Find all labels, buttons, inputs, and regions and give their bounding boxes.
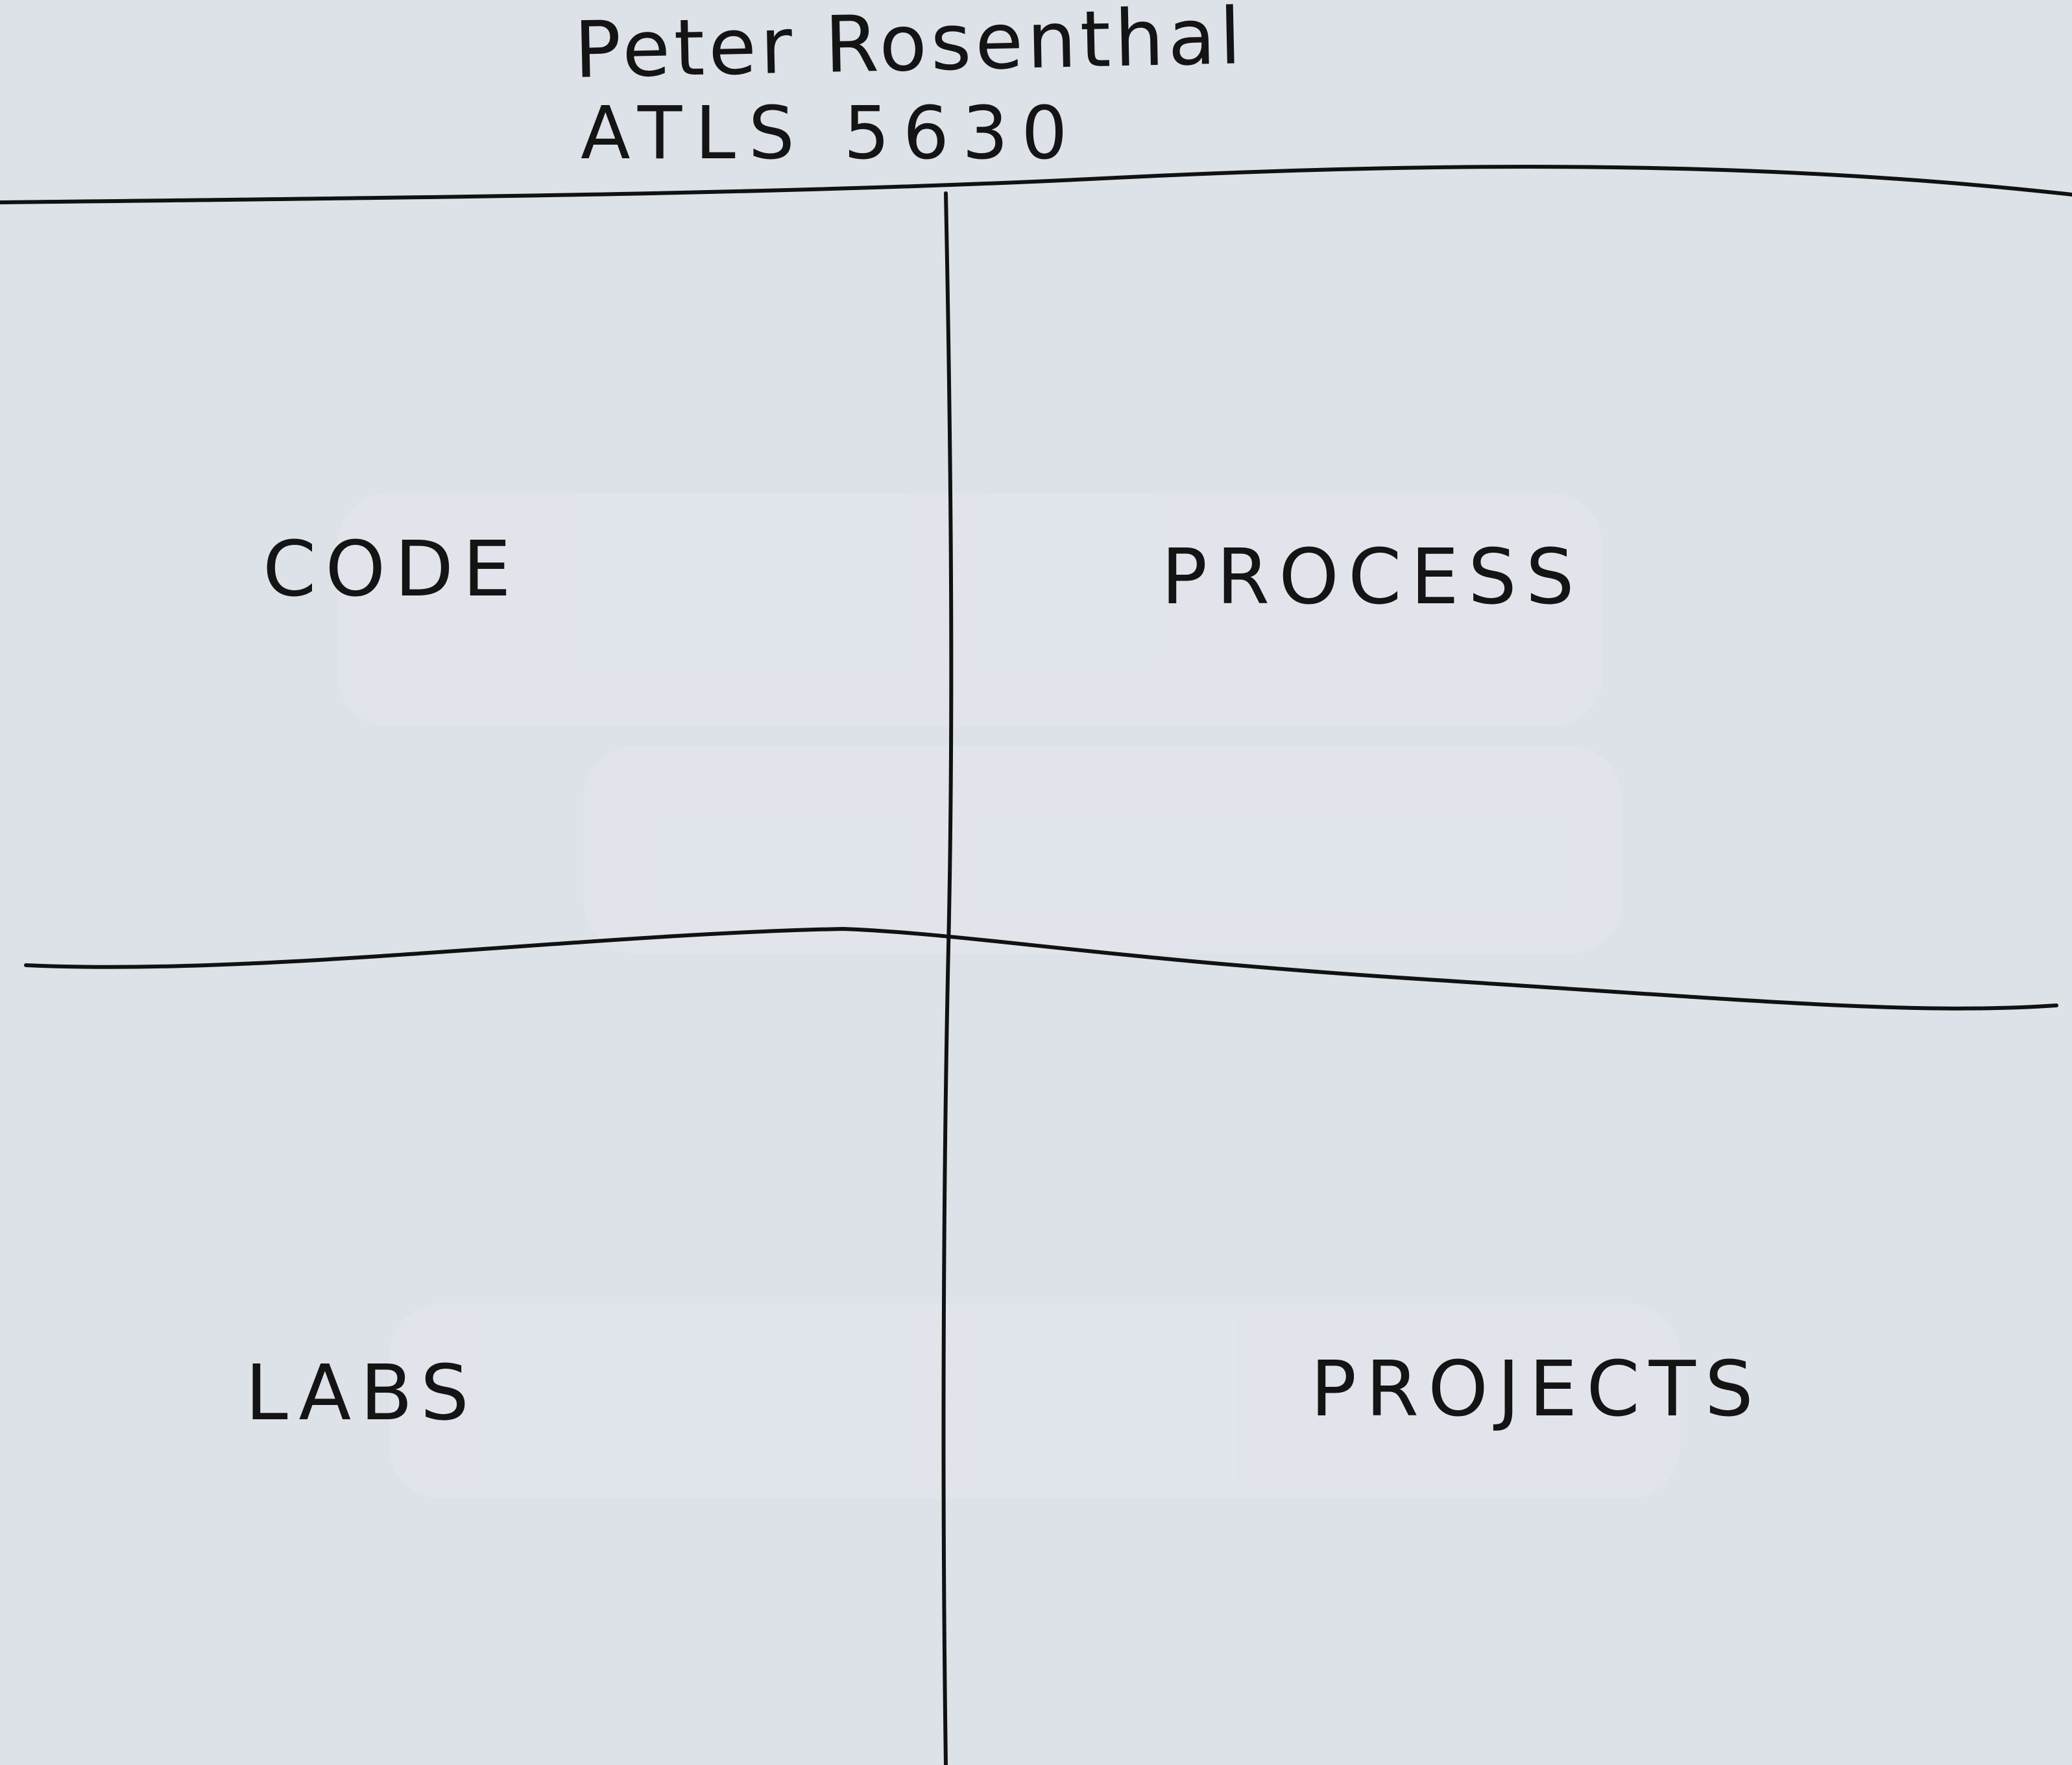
author-name: Peter Rosenthal: [573, 0, 1246, 96]
quadrant-label-labs: LABS: [245, 1348, 478, 1437]
quadrant-label-code: CODE: [263, 524, 520, 614]
horizontal-divider-line: [24, 926, 2058, 1011]
paper-texture: [584, 746, 1622, 954]
paper-texture: [337, 493, 1602, 726]
paper-texture: [389, 1304, 1680, 1498]
course-code: ATLS 5630: [581, 91, 1081, 176]
vertical-divider-line: [941, 191, 954, 1765]
quadrant-label-process: PROCESS: [1161, 532, 1584, 621]
quadrant-label-projects: PROJECTS: [1310, 1344, 1763, 1434]
header-divider-line: [0, 165, 2072, 204]
